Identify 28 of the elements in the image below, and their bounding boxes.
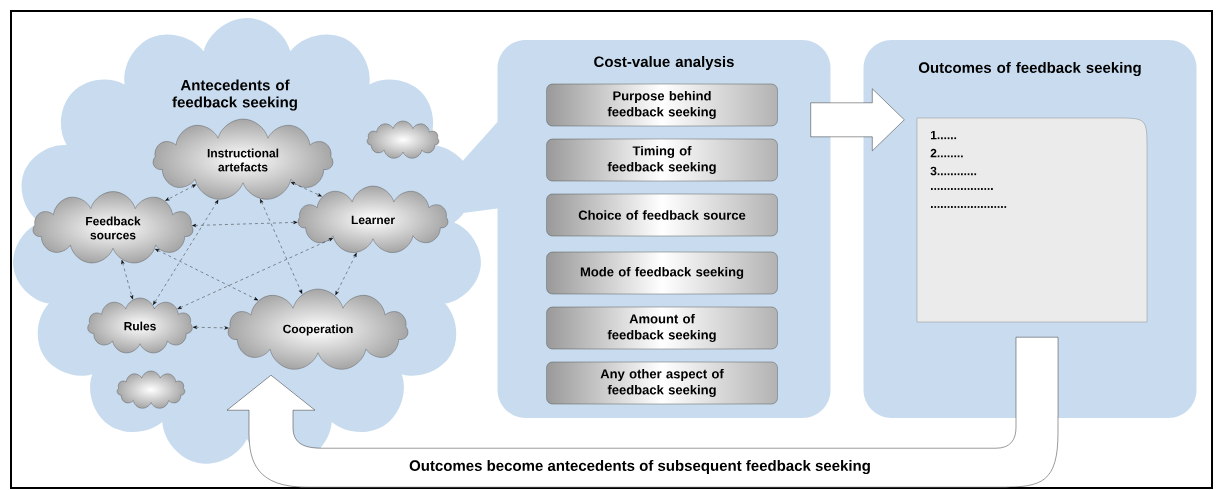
- cloud-shape: [116, 370, 186, 409]
- panel-title: Outcomes of feedback seeking: [918, 62, 1141, 77]
- aspect-box: Mode of feedback seeking: [546, 251, 778, 295]
- aspect-box: Any other aspect of feedback seeking: [546, 361, 778, 405]
- dashed-arrow: [165, 184, 197, 201]
- block-arrow: [810, 88, 905, 151]
- dashed-arrow: [335, 252, 357, 296]
- dashed-arrow: [290, 181, 322, 197]
- aspect-box: Amount of feedback seeking: [546, 306, 778, 350]
- panel-title: Cost-value analysis: [594, 56, 734, 70]
- dashed-arrow: [260, 199, 303, 294]
- dashed-arrow: [155, 248, 259, 301]
- cloud-node: Learner: [297, 185, 449, 253]
- dashed-arrow: [153, 199, 219, 305]
- dashed-arrow: [177, 238, 334, 310]
- cloud-node: Cooperation: [227, 288, 409, 370]
- aspect-box: Choice of feedback source: [546, 193, 778, 237]
- cloud-shape: [366, 120, 440, 159]
- aspect-box: Purpose behind feedback seeking: [546, 83, 778, 127]
- aspect-box: Timing of feedback seeking: [546, 138, 778, 182]
- cloud-node: Instructional artefacts: [152, 118, 334, 200]
- dashed-arrow: [192, 325, 229, 330]
- cloud-title: Antecedents of feedback seeking: [172, 79, 297, 111]
- dashed-arrow: [192, 220, 298, 228]
- cloud-node: Feedback sources: [32, 191, 194, 264]
- list-card: 1...... 2........ 3............ ................... .......................: [916, 117, 1148, 323]
- cloud-node: Rules: [87, 297, 193, 354]
- dashed-arrow: [121, 259, 134, 300]
